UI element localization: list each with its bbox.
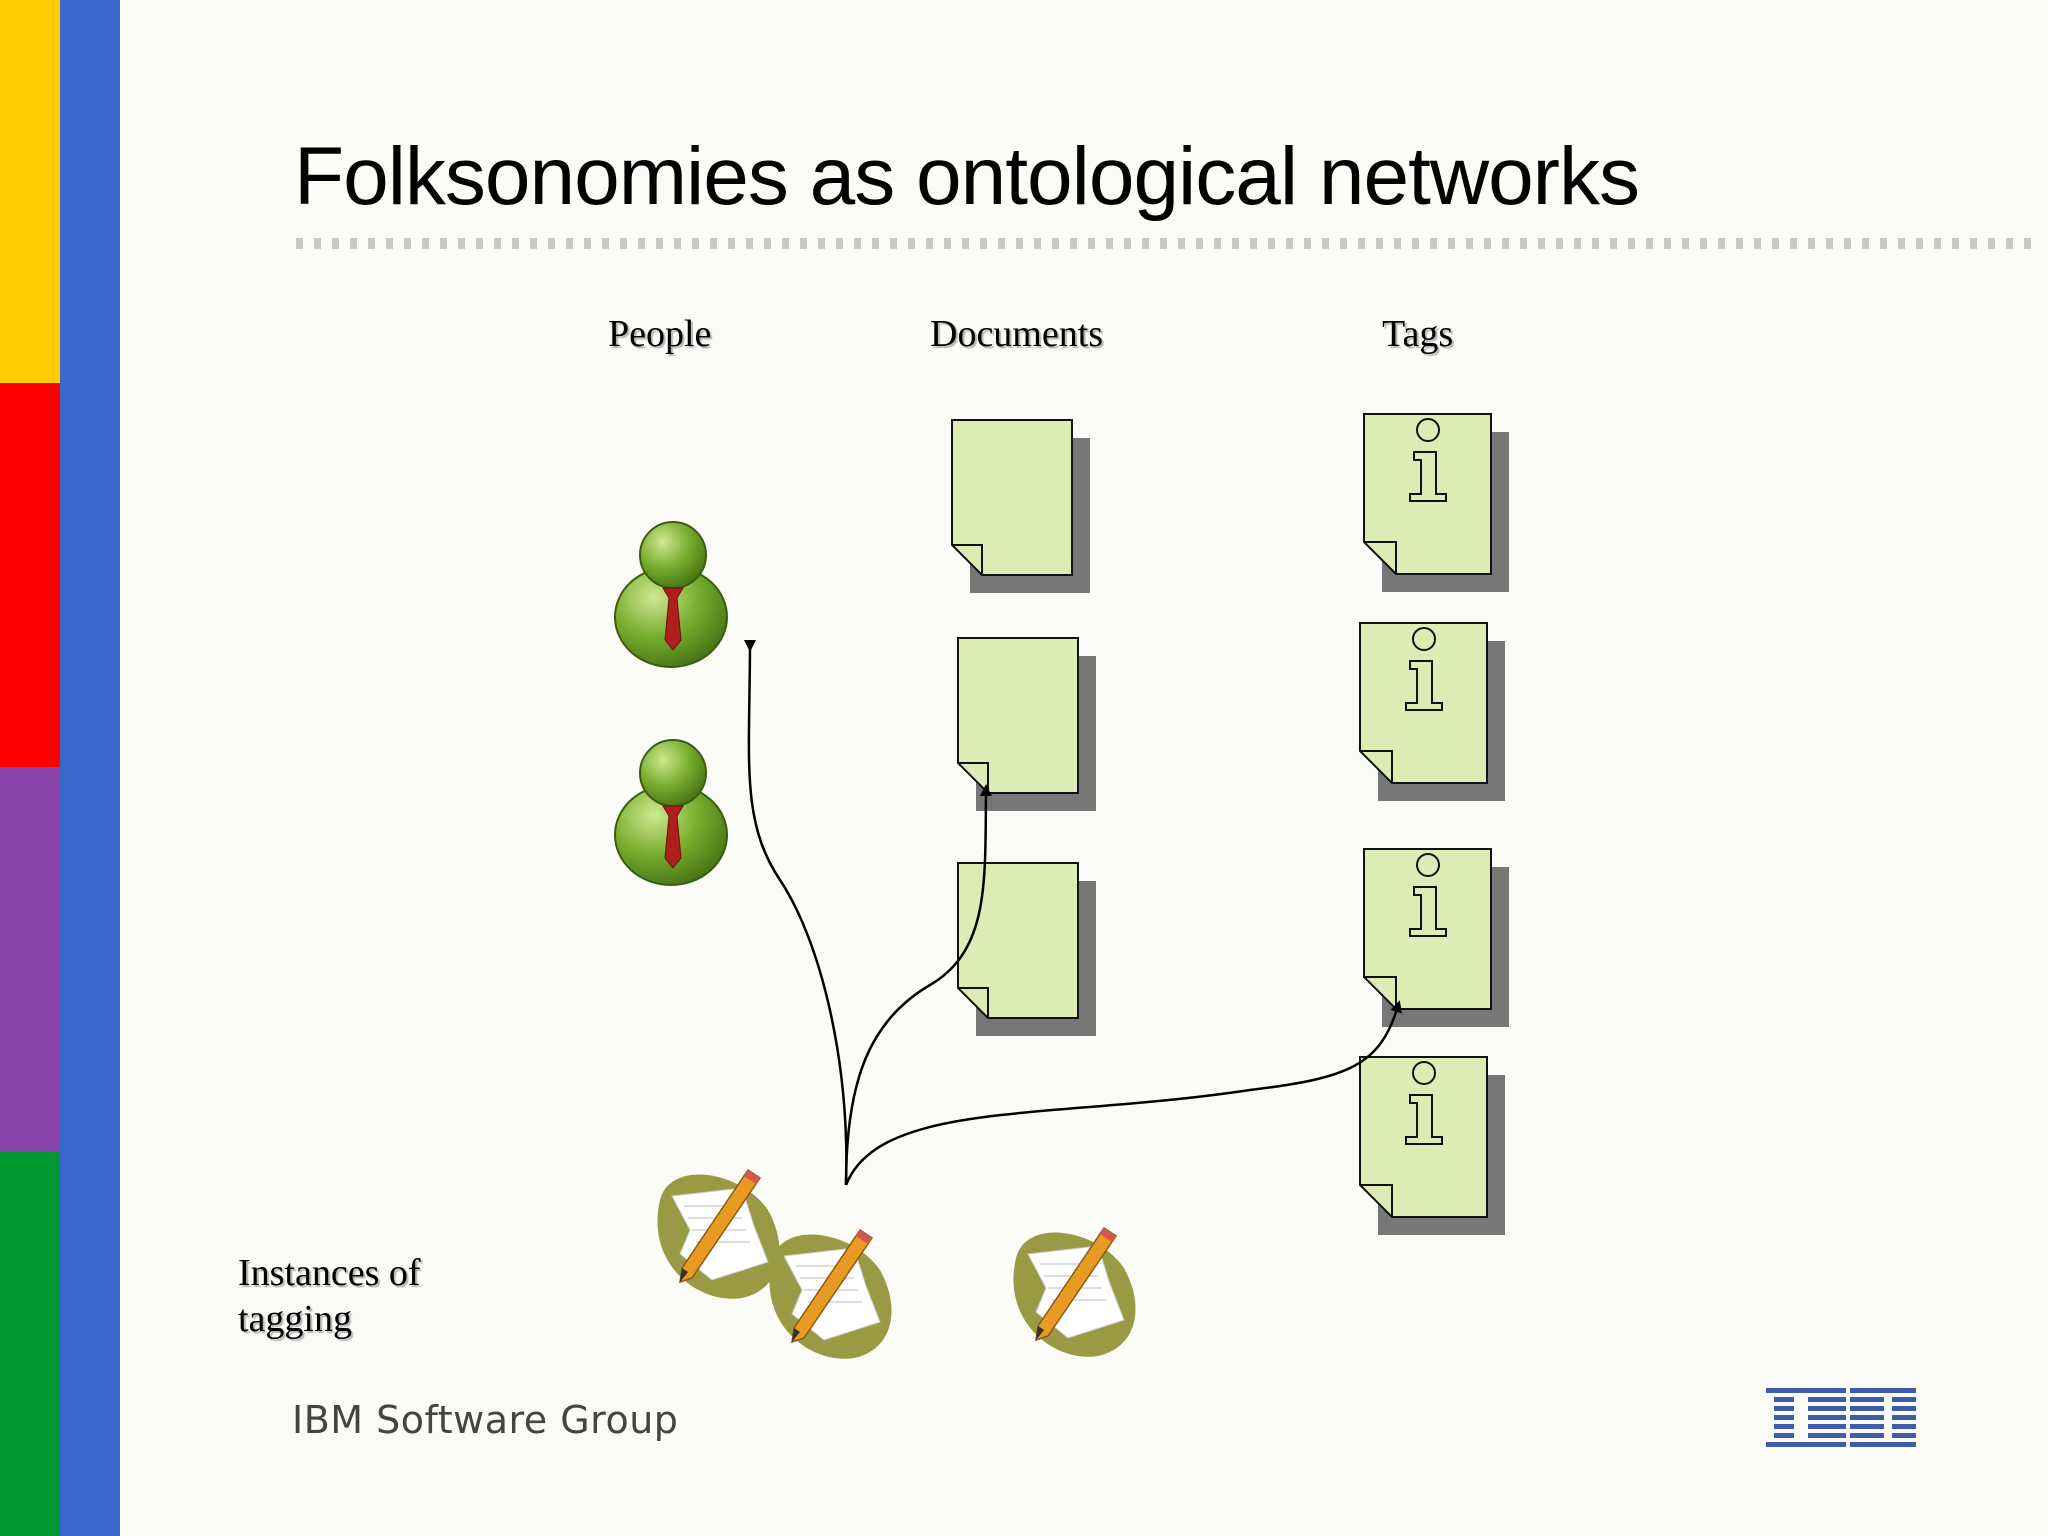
person-icon: [614, 739, 728, 886]
document-icon: [951, 419, 1091, 594]
stripe-purple: [0, 767, 60, 1151]
column-header-documents: Documents: [930, 313, 1104, 355]
info-tag-icon: [1363, 413, 1510, 593]
column-header-tags: Tags: [1382, 313, 1454, 355]
side-bar: [60, 0, 120, 1536]
footer-group-label: IBM Software Group: [292, 1398, 679, 1442]
tagging-note-icon: [768, 1229, 893, 1360]
link-to-person: [744, 639, 848, 1186]
info-tag-icon: [1359, 622, 1506, 802]
tagging-note-icon: [656, 1169, 781, 1300]
slide-title: Folksonomies as ontological networks: [294, 131, 1640, 222]
document-icon: [957, 862, 1097, 1037]
link-to-tag: [844, 1000, 1402, 1186]
document-icon: [957, 637, 1097, 812]
stripe-yellow: [0, 0, 60, 383]
column-header-people: People: [608, 313, 712, 355]
instances-label-line-2: tagging: [238, 1298, 352, 1340]
ibm-logo-icon: [1766, 1388, 1916, 1447]
info-tag-icon: [1359, 1056, 1506, 1236]
title-divider: [296, 238, 2036, 249]
stripe-green: [0, 1151, 60, 1536]
instances-label-line-1: Instances of: [238, 1252, 421, 1294]
instances-of-tagging-label: Instances of tagging: [238, 1250, 421, 1342]
stripe-red: [0, 383, 60, 767]
tagging-note-icon: [1012, 1227, 1137, 1358]
info-tag-icon: [1363, 848, 1510, 1028]
person-icon: [614, 521, 728, 668]
link-to-document: [844, 784, 992, 1186]
